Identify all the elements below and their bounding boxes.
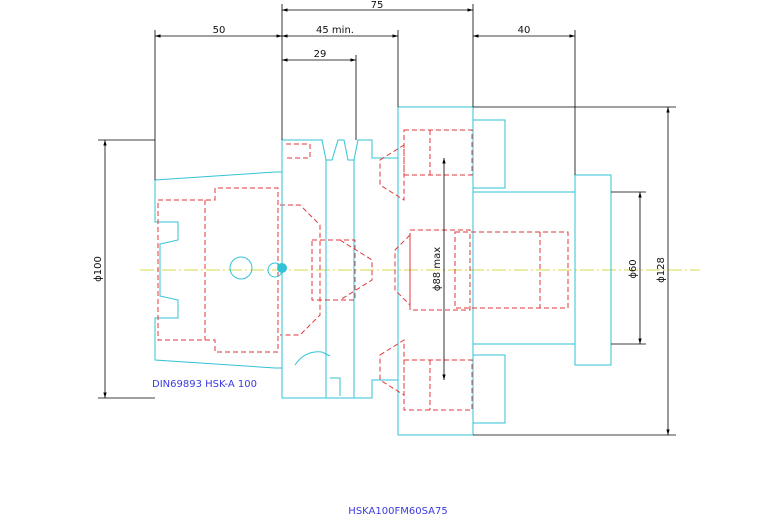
dim-40-label: 40 <box>518 25 531 36</box>
dim-75: 75 <box>281 0 474 140</box>
dim-dia60-label: ϕ60 <box>628 259 639 278</box>
dim-45-label: 45 min. <box>316 25 354 36</box>
dim-29-label: 29 <box>314 49 327 60</box>
dim-50-label: 50 <box>213 25 226 36</box>
dim-dia60: ϕ60 <box>611 191 646 345</box>
part-number-label: HSKA100FM60SA75 <box>348 506 447 517</box>
pilot <box>454 174 612 366</box>
dim-dia88: ϕ88 max <box>432 158 446 380</box>
dim-29: 29 <box>282 49 357 140</box>
dim-dia100: ϕ100 <box>93 139 155 399</box>
drive-key-top <box>472 119 506 189</box>
standard-label: DIN69893 HSK-A 100 <box>152 379 257 390</box>
dim-dia100-label: ϕ100 <box>93 256 104 282</box>
dim-40: 40 <box>473 25 576 175</box>
center-mark <box>277 263 287 273</box>
dim-dia128-label: ϕ128 <box>656 257 667 283</box>
holder-body <box>379 106 474 436</box>
dim-75-label: 75 <box>371 0 384 11</box>
dim-dia88-label: ϕ88 max <box>432 247 443 291</box>
flange <box>267 139 399 399</box>
dim-45: 45 min. <box>282 25 399 107</box>
drive-key-bottom <box>472 354 506 424</box>
dim-dia128: ϕ128 <box>473 106 676 436</box>
dim-50: 50 <box>154 25 282 180</box>
drive-hole <box>229 256 253 280</box>
